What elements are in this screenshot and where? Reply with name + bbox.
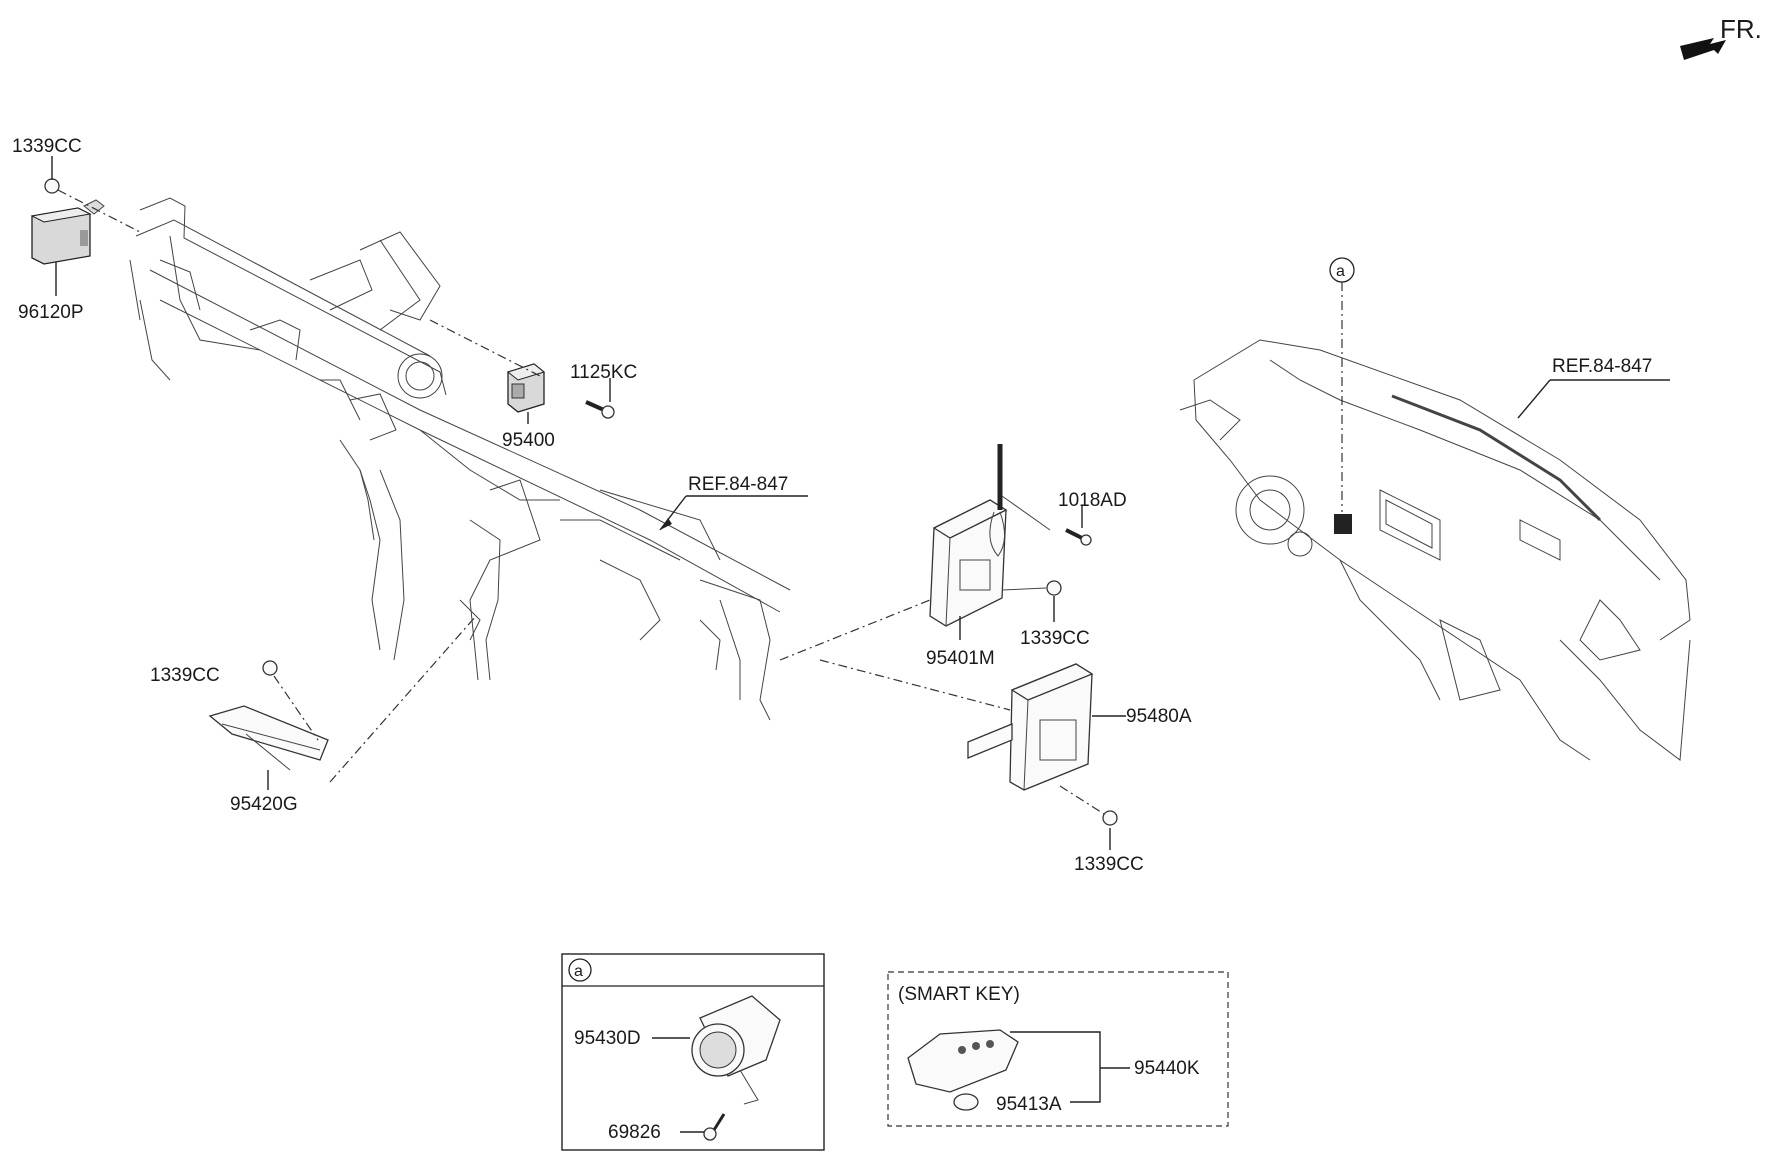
label-95440K: 95440K [1134, 1058, 1200, 1079]
label-95413A: 95413A [996, 1094, 1062, 1115]
label-96120P: 96120P [18, 302, 84, 323]
label-69826: 69826 [608, 1122, 661, 1143]
start-stop-button-95430D [691, 995, 781, 1105]
nut-1339CC-a [44, 178, 60, 194]
callout-a-circle [1329, 257, 1355, 283]
bolt-1018AD [1065, 528, 1092, 546]
smart-key-slot-marker [1334, 514, 1352, 534]
label-95480A: 95480A [1126, 706, 1192, 727]
module-95400 [506, 363, 546, 413]
inset-a-tag: a [574, 963, 583, 980]
module-96120P [30, 199, 105, 265]
label-ref-right: REF.84-847 [1552, 356, 1652, 377]
smart-key-title: (SMART KEY) [898, 984, 1020, 1005]
antenna-95420G [208, 705, 329, 771]
screw-69826 [703, 1113, 726, 1141]
label-1339CC-b: 1339CC [1020, 628, 1090, 649]
label-1125KC: 1125KC [570, 362, 637, 383]
label-95420G: 95420G [230, 794, 298, 815]
label-95401M: 95401M [926, 648, 995, 669]
nut-1339CC-c [1102, 810, 1118, 826]
front-direction-label: FR. [1720, 14, 1762, 44]
label-1339CC-d: 1339CC [150, 665, 220, 686]
label-1018AD: 1018AD [1058, 490, 1127, 511]
label-ref-center: REF.84-847 [688, 474, 788, 495]
smart-key-fob-95440K [907, 1029, 1019, 1093]
bolt-1125KC [585, 400, 615, 419]
module-95401M [929, 444, 1008, 627]
label-1339CC-c: 1339CC [1074, 854, 1144, 875]
smart-key-box [887, 971, 1229, 1127]
battery-95413A [953, 1093, 979, 1111]
callout-a-label: a [1336, 263, 1345, 280]
inset-a-box [561, 953, 825, 1151]
front-direction-arrow-icon [1680, 38, 1726, 60]
label-95400: 95400 [502, 430, 555, 451]
nut-1339CC-d [262, 660, 278, 676]
dashboard-overview [1179, 339, 1691, 761]
nut-1339CC-b [1046, 580, 1062, 596]
dash-crossmember-frame [129, 197, 791, 721]
module-95480A [967, 663, 1094, 791]
label-1339CC-a: 1339CC [12, 136, 82, 157]
label-95430D: 95430D [574, 1028, 641, 1049]
